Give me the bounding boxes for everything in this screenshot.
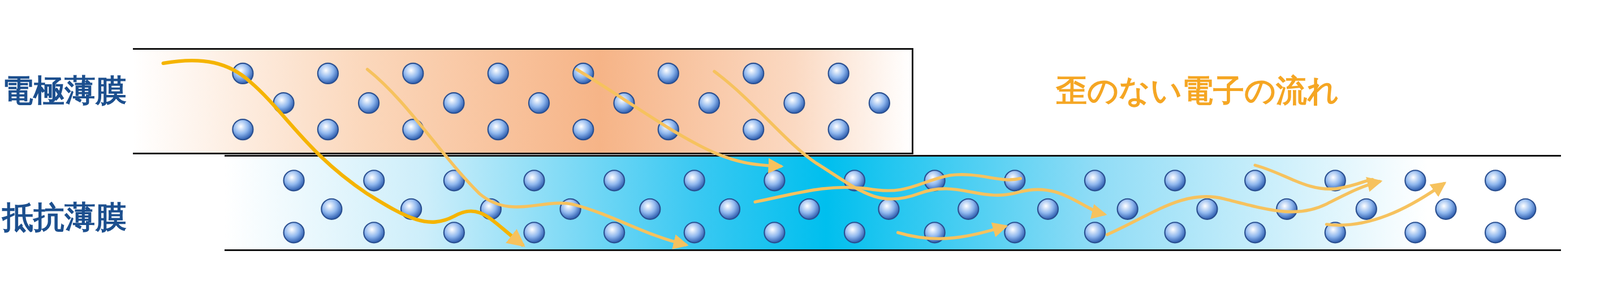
particle [1485, 222, 1506, 243]
flow-arrow [367, 69, 687, 245]
particle [232, 63, 253, 84]
particle [869, 92, 890, 114]
particle [1356, 199, 1377, 220]
particle [1485, 170, 1506, 191]
particle [743, 119, 764, 140]
particle [283, 170, 305, 191]
flow-arrow [755, 174, 1021, 202]
particle [1004, 170, 1025, 191]
particle [443, 222, 465, 243]
particle [1435, 199, 1457, 220]
particle [273, 92, 295, 114]
particle [317, 119, 339, 140]
particle [1515, 199, 1536, 220]
flow-arrow [1107, 181, 1380, 235]
particle [1084, 222, 1106, 243]
film-band [224, 154, 1561, 252]
flow-note: 歪のない電子の流れ [1055, 75, 1339, 107]
particle [1325, 170, 1346, 191]
particle [684, 222, 705, 243]
particle [1165, 170, 1186, 191]
flow-arrow [163, 60, 523, 245]
film-heading: 抵抗薄膜 [2, 201, 127, 234]
particle [528, 92, 550, 114]
particle [613, 92, 635, 114]
particle [1244, 222, 1266, 243]
particle [488, 63, 509, 84]
particle [1165, 222, 1186, 243]
particle [764, 222, 785, 243]
particle [572, 119, 594, 140]
particle [1276, 199, 1297, 220]
particle [232, 119, 253, 140]
particle [523, 170, 545, 191]
particle [560, 199, 581, 220]
particle [604, 170, 625, 191]
particle [658, 63, 679, 84]
particle [1117, 199, 1138, 220]
particle [523, 222, 545, 243]
flow-arrow [1326, 183, 1444, 226]
particle [958, 199, 979, 220]
particle [828, 63, 849, 84]
particle [1084, 170, 1106, 191]
particle [572, 63, 594, 84]
film-band [132, 48, 914, 155]
particle [1037, 199, 1059, 220]
particle [363, 170, 385, 191]
flow-arrows [163, 60, 1444, 245]
particles [232, 63, 1536, 244]
particle [924, 170, 946, 191]
particle [402, 119, 424, 140]
particle [844, 222, 865, 243]
particle [400, 199, 422, 220]
particle [283, 222, 305, 243]
particle [604, 222, 625, 243]
film-heading: 電極薄膜 [2, 75, 127, 107]
particle [878, 199, 899, 220]
particle [443, 92, 464, 114]
particle [799, 199, 820, 220]
particle [1404, 170, 1426, 191]
particle [363, 222, 385, 243]
flow-arrow [1255, 165, 1373, 189]
particle [1404, 222, 1426, 243]
particle [1004, 222, 1025, 243]
particle [828, 119, 849, 140]
particle [924, 222, 946, 243]
particle [1244, 170, 1266, 191]
particle [719, 199, 740, 220]
particle [639, 199, 661, 220]
particle [443, 170, 465, 191]
particle [658, 119, 679, 140]
flow-arrow [898, 226, 1006, 239]
particle [358, 92, 379, 114]
particle [480, 199, 502, 220]
flow-arrow [576, 69, 781, 167]
particle [488, 119, 509, 140]
particle [764, 170, 785, 191]
particle [699, 92, 720, 114]
particle [402, 63, 424, 84]
particle [317, 63, 339, 84]
particle [743, 63, 764, 84]
particle [684, 170, 705, 191]
particle [1196, 199, 1218, 220]
particle [783, 92, 805, 114]
particle [844, 170, 865, 191]
flow-arrow [714, 71, 1104, 215]
particle [321, 199, 342, 220]
particle [1325, 222, 1346, 243]
